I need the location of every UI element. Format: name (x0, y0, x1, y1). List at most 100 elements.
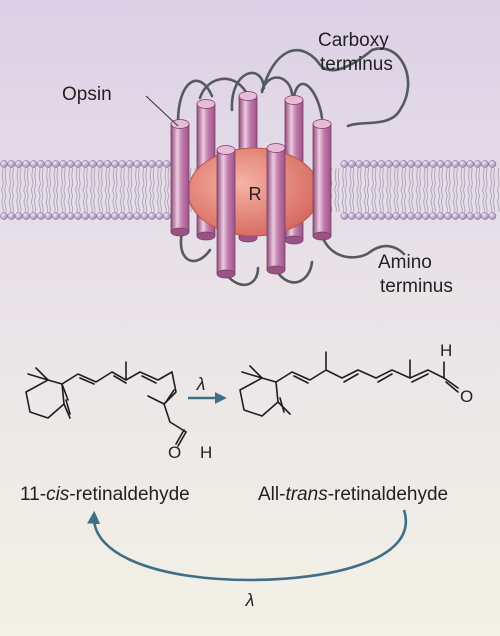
lipid-head (444, 160, 452, 168)
lipid-head (451, 212, 460, 220)
reverse-reaction-arrow (87, 509, 408, 582)
forward-lambda-label: λ (196, 374, 206, 394)
cis-aldehyde-hydrogen: H (200, 443, 212, 462)
cis-aldehyde-oxygen: O (168, 443, 181, 462)
lipid-head (384, 160, 393, 168)
lipid-head (407, 160, 415, 168)
lipid-head (66, 160, 75, 168)
loop-bottom-3 (274, 260, 314, 284)
trans-retinaldehyde-label: All-trans-retinaldehyde (258, 484, 448, 505)
lipid-head (118, 212, 127, 220)
lipid-head (14, 160, 23, 168)
lipid-head (140, 160, 149, 168)
lipid-head (66, 212, 75, 220)
lipid-head (59, 212, 68, 220)
lipid-head (399, 160, 408, 168)
loop-top-6 (260, 48, 320, 94)
lipid-heads-inner (0, 212, 497, 220)
lipid-head (88, 160, 97, 168)
cis-retinaldehyde-label: 11-cis-retinaldehyde (20, 484, 190, 505)
loop-top-1 (176, 79, 214, 124)
lipid-head (488, 160, 497, 168)
lipid-head (103, 212, 112, 220)
lipid-head (473, 160, 482, 168)
retinal-label: R (249, 184, 262, 204)
lipid-head (414, 212, 423, 220)
lipid-head (444, 212, 452, 220)
cis-retinaldehyde-structure (25, 361, 187, 447)
carboxy-terminus-label-line1: Carboxy (318, 30, 389, 51)
lipid-head (111, 160, 119, 168)
lipid-head (421, 212, 430, 220)
loop-top-2 (198, 77, 248, 100)
lipid-head (340, 160, 349, 168)
lipid-head (133, 212, 142, 220)
lipid-head (436, 212, 445, 220)
lipid-head (96, 160, 105, 168)
lipid-head (37, 212, 45, 220)
carboxy-tail (316, 47, 410, 128)
lipid-head (399, 212, 408, 220)
transmembrane-helix-7 (312, 119, 332, 241)
lipid-head (155, 212, 164, 220)
lipid-head (111, 212, 119, 220)
lipid-head (81, 212, 90, 220)
lipid-head (429, 160, 438, 168)
lipid-head (407, 212, 415, 220)
lipid-head (81, 160, 90, 168)
reverse-lambda-label: λ (245, 590, 255, 610)
lipid-head (384, 212, 393, 220)
lipid-head (458, 160, 467, 168)
trans-aldehyde-hydrogen: H (440, 341, 452, 360)
loop-top-4 (230, 71, 266, 112)
lipid-head (355, 160, 364, 168)
lipid-head (148, 160, 156, 168)
transmembrane-helix-5 (216, 145, 236, 279)
opsin-leader-line (145, 95, 179, 127)
transmembrane-helix-4 (170, 119, 190, 237)
lipid-head (458, 212, 467, 220)
lipid-head (37, 160, 45, 168)
lipid-head (392, 212, 401, 220)
lipid-head (133, 160, 142, 168)
lipid-head (421, 160, 430, 168)
loop-top-5 (292, 82, 324, 120)
lipid-head (481, 212, 489, 220)
lipid-head (29, 212, 38, 220)
lipid-head (488, 212, 497, 220)
lipid-head (414, 160, 423, 168)
lipid-head (162, 160, 171, 168)
amino-tail (320, 234, 406, 259)
trans-aldehyde-oxygen: O (460, 387, 473, 406)
lipid-head (74, 212, 82, 220)
opsin-protein: R (170, 91, 332, 279)
lipid-head (7, 212, 16, 220)
lipid-head (96, 212, 105, 220)
lipid-head (466, 212, 475, 220)
lipid-head (362, 160, 371, 168)
lipid-head (88, 212, 97, 220)
lipid-head (22, 212, 31, 220)
lipid-head (429, 212, 438, 220)
loop-bottom-1 (179, 230, 212, 263)
lipid-head (436, 160, 445, 168)
lipid-head (148, 212, 156, 220)
transmembrane-helix-6 (266, 143, 286, 275)
lipid-head (7, 160, 16, 168)
lipid-head (347, 160, 356, 168)
lipid-head (392, 160, 401, 168)
lipid-head (125, 212, 134, 220)
lipid-head (466, 160, 475, 168)
lipid-head (355, 212, 364, 220)
opsin-label: Opsin (62, 84, 112, 105)
lipid-head (125, 160, 134, 168)
lipid-head (44, 212, 53, 220)
lipid-head (74, 160, 82, 168)
amino-terminus-label-line2: terminus (380, 276, 453, 297)
lipid-head (481, 160, 489, 168)
lipid-head (370, 160, 378, 168)
lipid-head (103, 160, 112, 168)
lipid-head (118, 160, 127, 168)
